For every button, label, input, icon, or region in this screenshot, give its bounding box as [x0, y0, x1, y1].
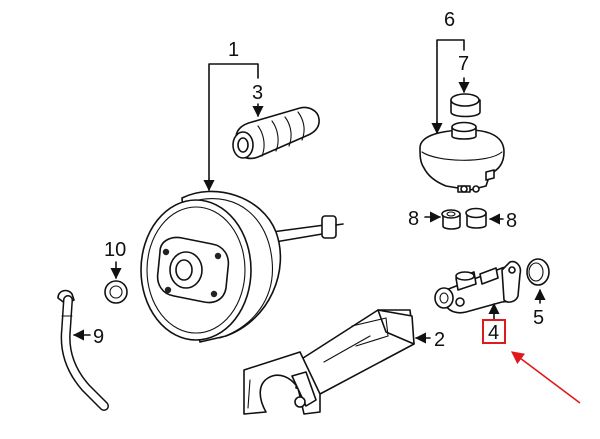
- callout-1-label: 1: [228, 39, 239, 61]
- fluid-reservoir-part: [419, 121, 505, 193]
- callout-8b-label: 8: [506, 210, 517, 232]
- master-cylinder-part: [434, 260, 522, 314]
- brake-booster-part: [140, 190, 344, 343]
- vacuum-hose-part: [57, 289, 109, 411]
- seal-cap-part: [526, 258, 550, 286]
- bracket-part: [243, 309, 415, 415]
- callout-6-label: 6: [444, 9, 455, 31]
- callout-10-label: 10: [104, 239, 126, 261]
- callout-9-label: 9: [93, 326, 104, 348]
- grommet-right-part: [465, 207, 487, 229]
- callout-3-label: 3: [252, 82, 263, 104]
- callout-6-leader: [431, 39, 465, 135]
- reservoir-cap-part: [450, 93, 481, 118]
- callout-4-label: 4: [488, 322, 499, 344]
- grommet-left-part: [441, 209, 461, 230]
- callout-8a-label: 8: [408, 208, 419, 230]
- callout-2-label: 2: [434, 329, 445, 351]
- callout-4-highlight-box: [482, 319, 506, 344]
- callout-7-label: 7: [458, 53, 469, 75]
- grommet-10-part: [104, 280, 128, 304]
- callout-1-leader: [203, 63, 259, 192]
- boot-part: [232, 106, 320, 160]
- callout-5-label: 5: [533, 307, 544, 329]
- red-pointer-arrow: [510, 351, 581, 404]
